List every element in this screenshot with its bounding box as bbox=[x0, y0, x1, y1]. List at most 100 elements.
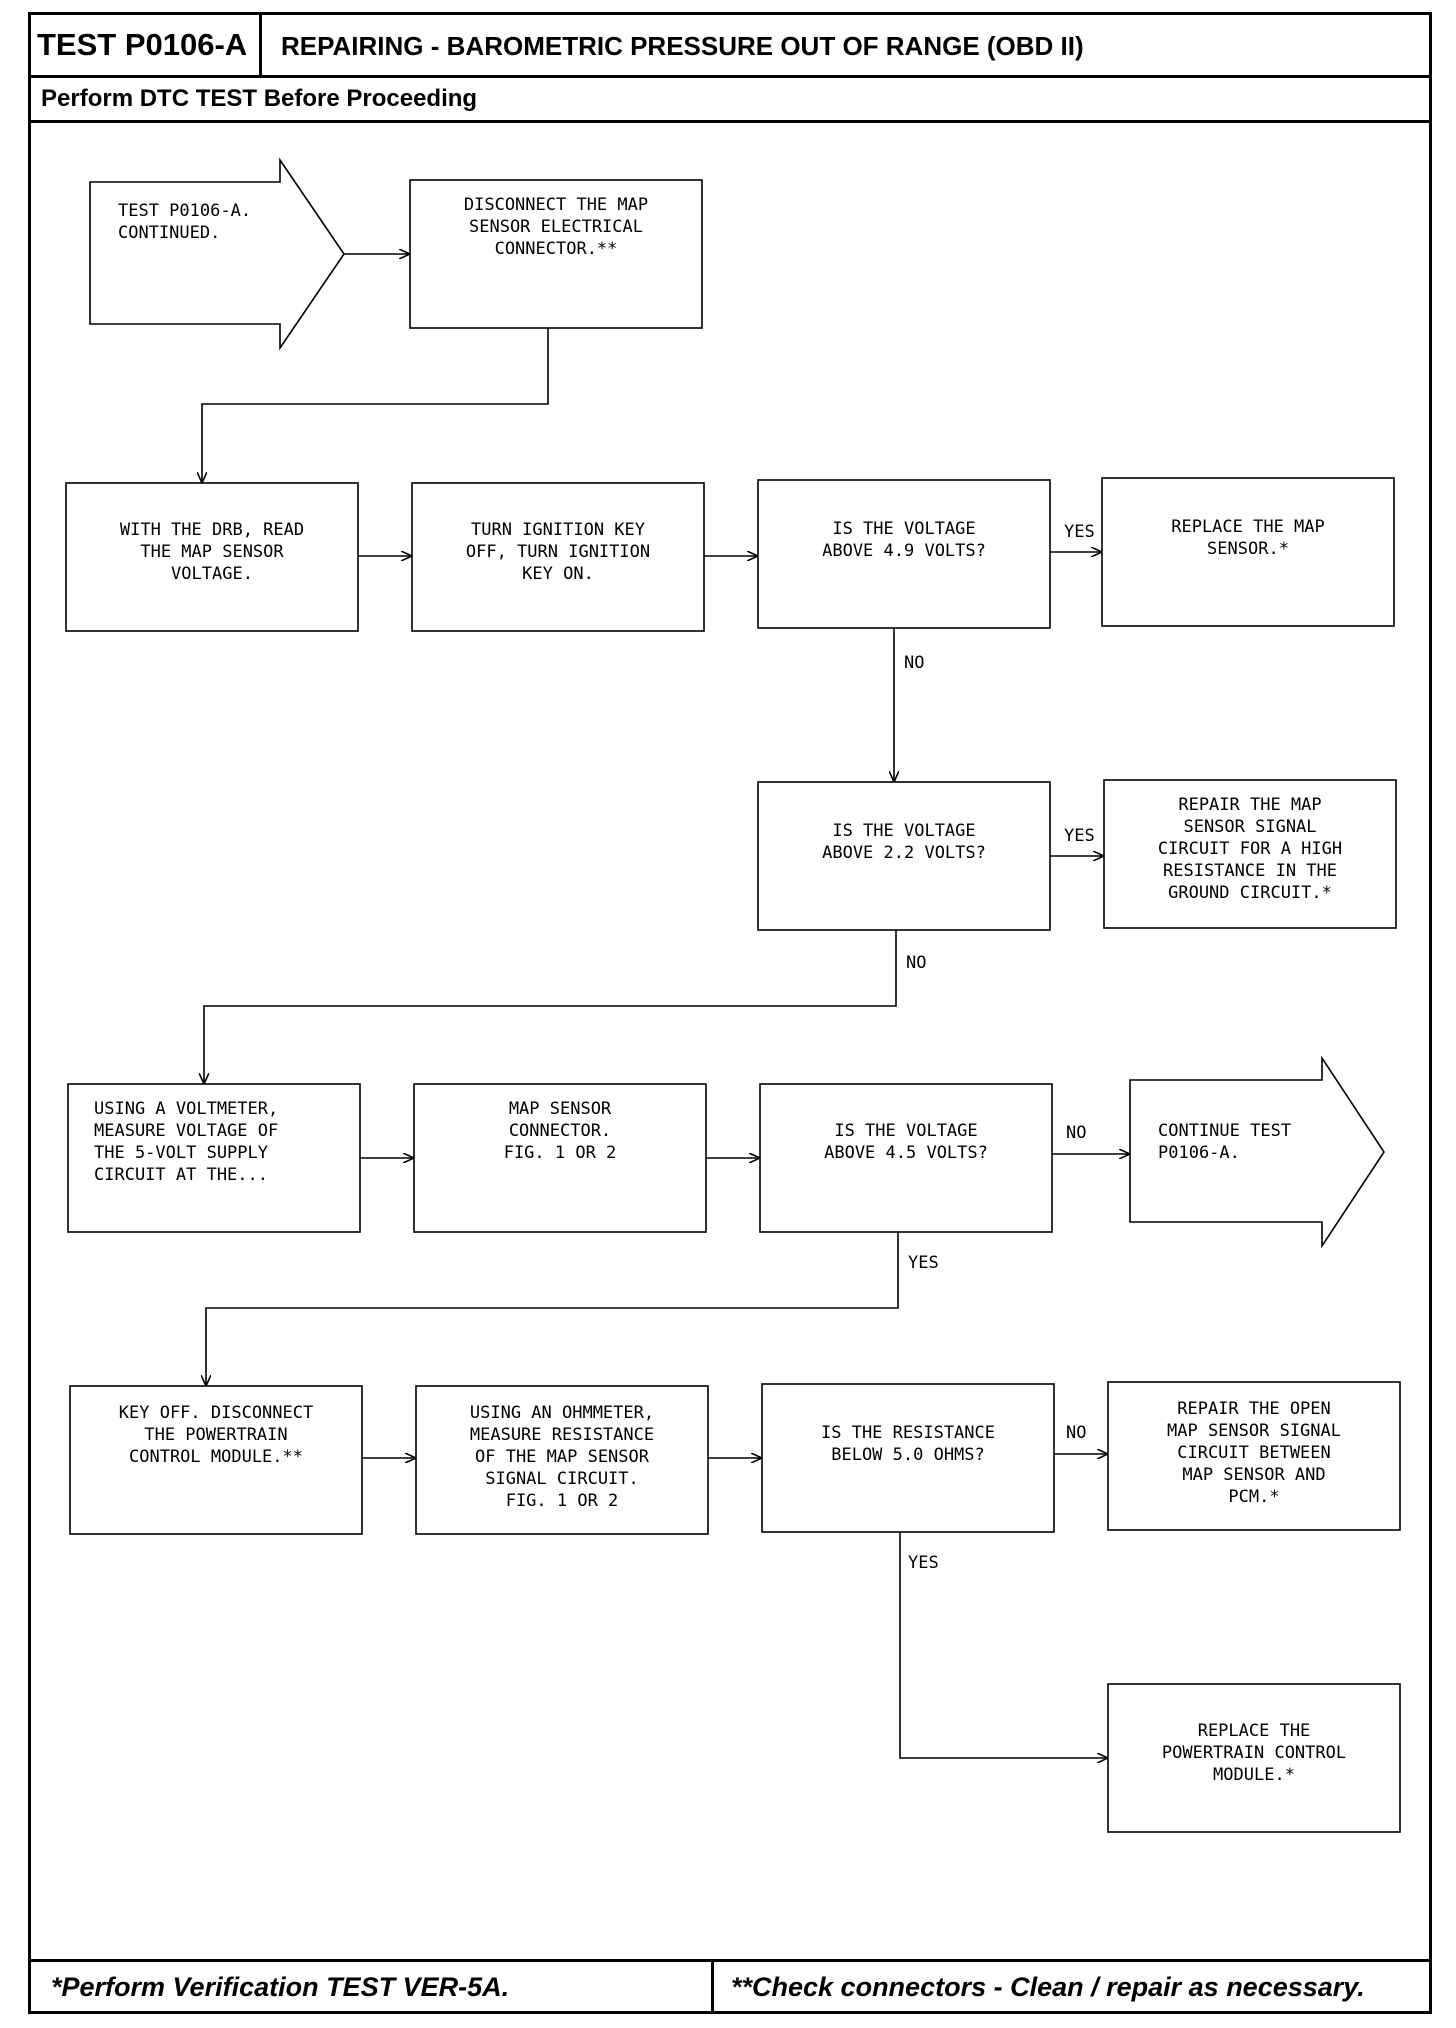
node-label-line: REPLACE THE MAP bbox=[1171, 517, 1325, 537]
node-label-line: SENSOR.* bbox=[1207, 539, 1289, 559]
edge-q-resist-to-replace-pcm: YES bbox=[899, 1532, 1108, 1758]
node-label-line: DISCONNECT THE MAP bbox=[464, 195, 648, 215]
node-box bbox=[761, 1383, 1055, 1533]
node-label-line: CIRCUIT AT THE... bbox=[94, 1165, 268, 1185]
edge-q-resist-to-repair-open: NO bbox=[1054, 1423, 1108, 1454]
node-label-line: OFF, TURN IGNITION bbox=[466, 542, 650, 562]
node-box bbox=[409, 179, 703, 329]
header: TEST P0106-A REPAIRING - BAROMETRIC PRES… bbox=[31, 15, 1429, 78]
node-box bbox=[413, 1083, 707, 1233]
edge-label-no: NO bbox=[904, 653, 924, 673]
node-label-line: P0106-A. bbox=[1158, 1143, 1240, 1163]
node-box bbox=[757, 781, 1051, 931]
node-label-line: USING AN OHMMETER, bbox=[470, 1403, 654, 1423]
node-label-line: REPAIR THE OPEN bbox=[1177, 1399, 1331, 1419]
node-label-line: TEST P0106-A. bbox=[118, 201, 251, 221]
node-label-line: GROUND CIRCUIT.* bbox=[1168, 883, 1332, 903]
node-box bbox=[1103, 779, 1397, 929]
edge-q-2-2-to-repair-signal: YES bbox=[1050, 826, 1104, 856]
node-label-line: MAP SENSOR AND bbox=[1182, 1465, 1325, 1485]
edge-label-yes: YES bbox=[908, 1553, 939, 1573]
node-label-line: VOLTAGE. bbox=[171, 564, 253, 584]
node-label-line: CIRCUIT BETWEEN bbox=[1177, 1443, 1331, 1463]
node-label-line: MAP SENSOR SIGNAL bbox=[1167, 1421, 1341, 1441]
node-box bbox=[757, 479, 1051, 629]
node-box bbox=[67, 1083, 361, 1233]
test-id: TEST P0106-A bbox=[31, 15, 262, 75]
node-label-line: OF THE MAP SENSOR bbox=[475, 1447, 650, 1467]
node-label-line: IS THE VOLTAGE bbox=[834, 1121, 977, 1141]
footer: *Perform Verification TEST VER-5A. **Che… bbox=[31, 1959, 1429, 2011]
node-label-line: ABOVE 4.5 VOLTS? bbox=[824, 1143, 988, 1163]
edge-line bbox=[899, 1532, 1108, 1758]
edge-line bbox=[206, 1232, 899, 1386]
node-label-line: SIGNAL CIRCUIT. bbox=[485, 1469, 639, 1489]
node-label-line: SENSOR ELECTRICAL bbox=[469, 217, 643, 237]
node-label-line: MODULE.* bbox=[1213, 1765, 1295, 1785]
node-label-line: KEY ON. bbox=[522, 564, 594, 584]
continue-arrow-shape bbox=[1129, 1055, 1385, 1249]
edge-q-4-9-to-replace-map: YES bbox=[1050, 522, 1102, 552]
node-label-line: WITH THE DRB, READ bbox=[120, 520, 304, 540]
node-label-line: CIRCUIT FOR A HIGH bbox=[1158, 839, 1342, 859]
node-label-line: BELOW 5.0 OHMS? bbox=[831, 1445, 985, 1465]
node-label-line: KEY OFF. DISCONNECT bbox=[119, 1403, 313, 1423]
node-label-line: ABOVE 4.9 VOLTS? bbox=[822, 541, 986, 561]
node-box bbox=[1107, 1381, 1401, 1531]
node-box bbox=[1107, 1683, 1401, 1833]
node-label-line: RESISTANCE IN THE bbox=[1163, 861, 1337, 881]
node-box bbox=[69, 1385, 363, 1535]
edge-line bbox=[202, 328, 549, 483]
footer-note-verification: *Perform Verification TEST VER-5A. bbox=[31, 1962, 714, 2011]
edge-q-4-9-to-q-2-2: NO bbox=[894, 628, 924, 782]
node-box bbox=[415, 1385, 709, 1535]
node-label-line: SENSOR SIGNAL bbox=[1183, 817, 1316, 837]
edge-label-yes: YES bbox=[1064, 522, 1095, 542]
node-label-line: POWERTRAIN CONTROL bbox=[1162, 1743, 1346, 1763]
node-label-line: MEASURE RESISTANCE bbox=[470, 1425, 654, 1445]
node-label-line: ABOVE 2.2 VOLTS? bbox=[822, 843, 986, 863]
node-label-line: TURN IGNITION KEY bbox=[471, 520, 645, 540]
edge-label-yes: YES bbox=[908, 1253, 939, 1273]
node-box bbox=[1101, 477, 1395, 627]
node-label-line: MEASURE VOLTAGE OF bbox=[94, 1121, 278, 1141]
edge-q-4-5-to-continue: NO bbox=[1052, 1123, 1130, 1154]
node-label-line: IS THE RESISTANCE bbox=[821, 1423, 995, 1443]
node-label-line: CONTINUED. bbox=[118, 223, 220, 243]
node-label-line: REPLACE THE bbox=[1198, 1721, 1311, 1741]
start-arrow-shape bbox=[89, 157, 345, 351]
node-label-line: FIG. 1 OR 2 bbox=[504, 1143, 617, 1163]
edge-label-no: NO bbox=[1066, 1423, 1086, 1443]
node-start: TEST P0106-A.CONTINUED. bbox=[89, 157, 345, 351]
node-label-start: TEST P0106-A.CONTINUED. bbox=[118, 201, 251, 243]
